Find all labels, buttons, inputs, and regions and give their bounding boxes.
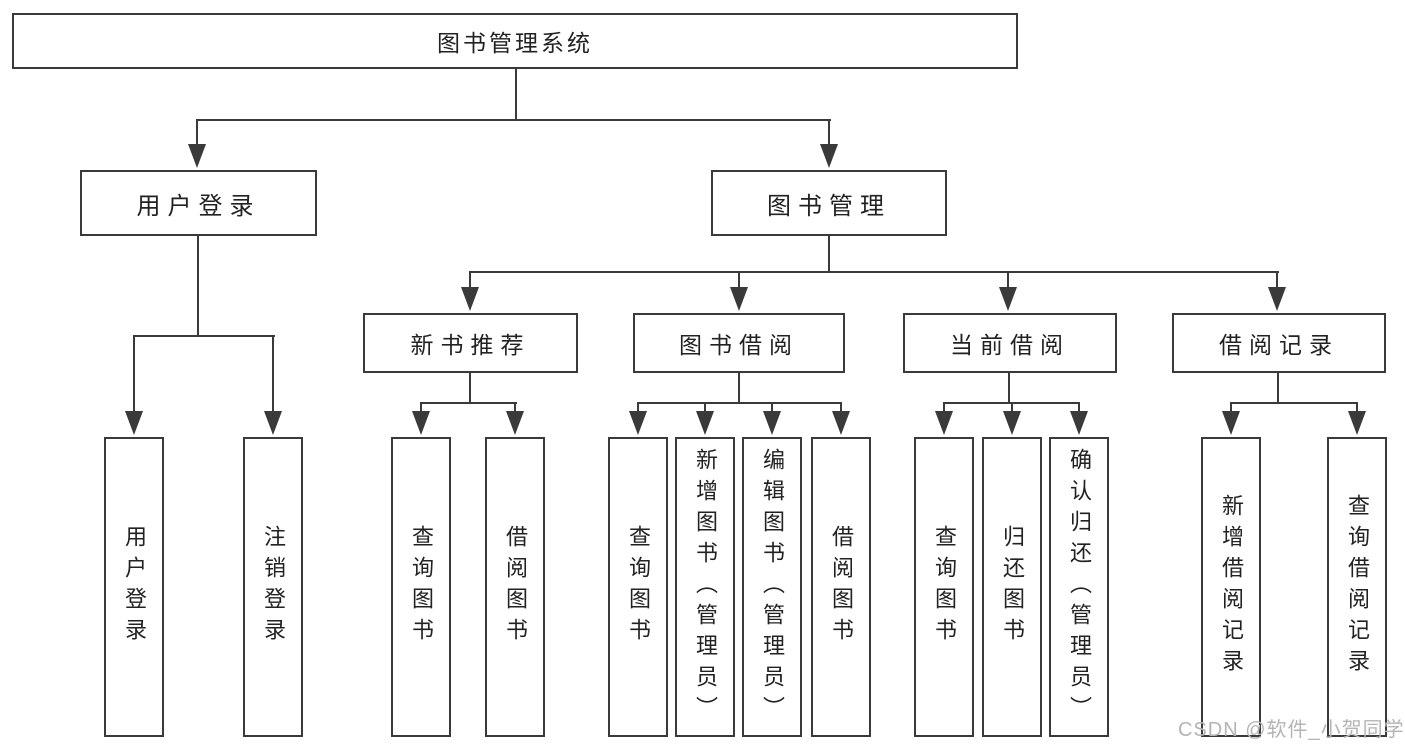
arrowhead [1222,411,1240,435]
connector-line [738,373,740,404]
node-root: 图书管理系统 [12,13,1018,69]
node-book-borrowing: 图书借阅 [633,313,845,373]
leaf-add-book-admin: 新增图书（管理员） [675,437,735,737]
arrowhead [832,411,850,435]
leaf-borrow-books-borrowing: 借阅图书 [811,437,871,737]
connector-line [771,402,773,413]
connector-line [1007,271,1009,289]
leaf-confirm-return-admin: 确认归还（管理员） [1049,437,1109,737]
arrowhead [188,144,206,168]
arrowhead [1348,411,1366,435]
connector-line [943,402,945,413]
connector-line [828,236,830,273]
connector-line [133,335,275,337]
connector-line [1230,402,1358,404]
arrowhead [1070,411,1088,435]
arrowhead [461,287,479,311]
arrowhead [999,287,1017,311]
leaf-add-borrow-record: 新增借阅记录 [1201,437,1261,737]
connector-line [272,335,274,413]
connector-line [197,236,199,337]
connector-line [1230,402,1232,413]
arrowhead [1003,411,1021,435]
leaf-borrow-books-recommend: 借阅图书 [485,437,545,737]
arrowhead [820,144,838,168]
leaf-query-books-borrowing: 查询图书 [608,437,668,737]
node-user-login: 用户登录 [80,170,317,236]
watermark: CSDN @软件_小贺同学 [1178,719,1405,741]
node-borrowing-records: 借阅记录 [1172,313,1386,373]
connector-line [469,271,471,289]
connector-line [1276,271,1278,289]
node-current-borrowing: 当前借阅 [903,313,1117,373]
connector-line [738,271,740,289]
arrowhead [506,411,524,435]
arrowhead [412,411,430,435]
leaf-edit-book-admin: 编辑图书（管理员） [742,437,802,737]
connector-line [1356,402,1358,413]
connector-line [1078,402,1080,413]
leaf-query-books-recommend: 查询图书 [391,437,451,737]
connector-line [840,402,842,413]
arrowhead [125,411,143,435]
connector-line [196,119,198,146]
arrowhead [763,411,781,435]
connector-line [469,373,471,404]
connector-line [828,119,830,146]
connector-line [469,271,1279,273]
leaf-return-book: 归还图书 [982,437,1042,737]
node-new-book-recommend: 新书推荐 [363,313,578,373]
arrowhead [696,411,714,435]
connector-line [1011,402,1013,413]
connector-line [704,402,706,413]
connector-line [133,335,135,413]
leaf-logout-login: 注销登录 [243,437,303,737]
connector-line [637,402,639,413]
connector-line [1277,373,1279,404]
connector-line [637,402,842,404]
arrowhead [264,411,282,435]
connector-line [420,402,517,404]
connector-line [515,69,517,121]
arrowhead [1268,287,1286,311]
leaf-query-borrow-record: 查询借阅记录 [1327,437,1387,737]
connector-line [196,119,831,121]
leaf-user-login: 用户登录 [104,437,164,737]
leaf-query-books-current: 查询图书 [914,437,974,737]
node-book-management: 图书管理 [711,170,947,236]
arrowhead [629,411,647,435]
connector-line [1008,373,1010,404]
connector-line [514,402,516,413]
connector-line [420,402,422,413]
arrowhead [935,411,953,435]
arrowhead [730,287,748,311]
